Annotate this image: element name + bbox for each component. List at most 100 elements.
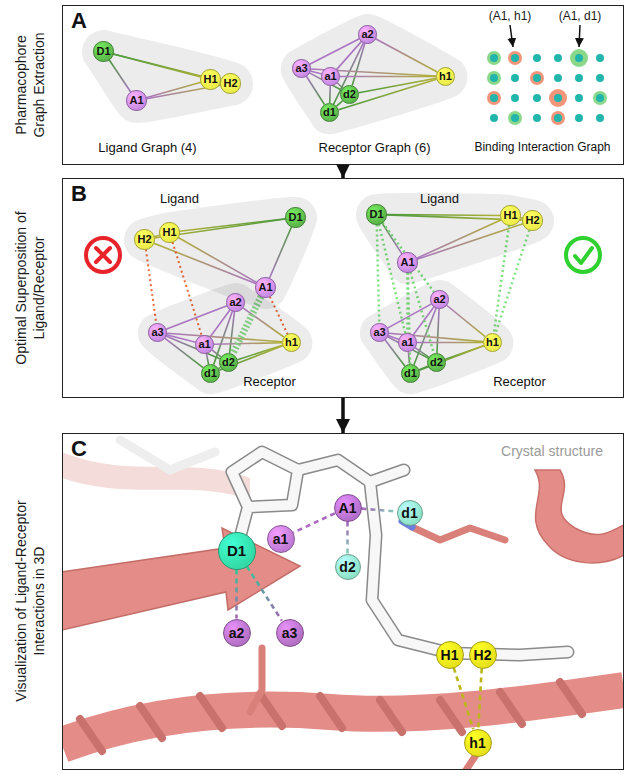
- pair-dot: [533, 94, 541, 102]
- interaction-line: [247, 566, 282, 620]
- panel: ALigand Graph (4)D1A1H1H2Receptor Graph …: [62, 5, 624, 165]
- feature-label: d2: [430, 357, 443, 368]
- feature-label: D1: [96, 46, 110, 57]
- protein-ribbon: [535, 470, 623, 563]
- pharmacophore-node: d2: [219, 353, 238, 372]
- feature-label: A1: [400, 257, 414, 268]
- graph-region: [81, 29, 252, 122]
- pharmacophore-node: D1: [366, 204, 386, 224]
- pharmacophore-node: a1: [398, 333, 416, 351]
- source-note: Crystal structure: [501, 443, 603, 459]
- accept-symbol: [566, 238, 600, 272]
- graph-region: [359, 279, 513, 394]
- pharmacophore-graph: Receptor Graph (6)a2a3a1h1d2d1: [277, 10, 471, 138]
- pharmacophore-node: H1: [159, 222, 179, 242]
- pharmacophore-node: H2: [220, 73, 240, 93]
- reject-circle: [86, 238, 120, 272]
- pair-dot: [596, 54, 604, 62]
- pharmacophore-node: A1: [126, 90, 146, 110]
- interaction-halo: [549, 89, 567, 107]
- pair-label: (A1, h1): [489, 9, 532, 23]
- side-title: Pharmacophore Graph Extraction: [13, 23, 48, 148]
- pair-dot: [554, 54, 562, 62]
- feature-label: h1: [486, 337, 499, 348]
- feature-label: A1: [339, 501, 357, 515]
- feature-label: H2: [137, 234, 151, 245]
- pharmacophore-node: d2: [340, 85, 359, 104]
- pair-dot: [490, 54, 498, 62]
- interaction-line: [293, 513, 335, 532]
- pharmacophore-node: h1: [282, 333, 301, 352]
- pair-dot: [490, 114, 498, 122]
- feature-label: d2: [343, 89, 356, 100]
- pharmacophore-node: A1: [334, 494, 362, 522]
- pharmacophore-node: H2: [522, 210, 542, 230]
- panel: CA1d1a1D1d2a2a3H1H2h1: [62, 433, 624, 770]
- pharmacophore-node: D1: [218, 532, 256, 570]
- interaction-halo: [487, 51, 501, 65]
- feature-label: d2: [339, 560, 355, 574]
- residue-stick: [250, 648, 262, 712]
- feature-label: h1: [469, 736, 485, 750]
- pair-dot: [533, 114, 541, 122]
- interaction-line: [454, 668, 474, 729]
- interaction-halo: [593, 91, 607, 105]
- pharmacophore-node: a3: [292, 59, 310, 77]
- interaction-line: [346, 522, 349, 554]
- feature-label: a1: [401, 337, 413, 348]
- graph-label: Ligand Graph (4): [98, 139, 196, 154]
- pharmacophore-node: D1: [93, 41, 113, 61]
- interaction-halo: [551, 111, 565, 125]
- panel-arrow: [341, 165, 345, 178]
- feature-label: D1: [288, 212, 302, 223]
- graph-label: Binding Interaction Graph: [474, 140, 610, 154]
- crystal-structure-scene: [63, 440, 623, 769]
- pharmacophore-node: a2: [430, 290, 448, 308]
- pharmacophore-node: a1: [267, 525, 295, 553]
- pair-dot: [596, 114, 604, 122]
- pharmacophore-node: d2: [335, 554, 361, 580]
- panel-arrow: [341, 398, 345, 433]
- graph-region: [280, 13, 467, 134]
- feature-label: D1: [369, 209, 383, 220]
- pharmacophore-node: d1: [397, 500, 423, 526]
- feature-label: a3: [151, 327, 163, 338]
- pointer-arrow: [510, 25, 513, 47]
- pharmacophore-graph: Ligand Graph (4)D1A1H1H2: [79, 27, 256, 126]
- feature-label: A1: [129, 95, 143, 106]
- interaction-matrix: [484, 44, 610, 130]
- feature-label: a2: [229, 626, 245, 640]
- feature-label: a1: [273, 532, 289, 546]
- feature-label: a1: [198, 339, 210, 350]
- pair-dot: [511, 114, 519, 122]
- graph-label: Ligand: [420, 190, 459, 205]
- feature-label: H1: [162, 227, 176, 238]
- pharmacophore-node: H1: [500, 205, 520, 225]
- pharmacophore-node: a1: [195, 335, 213, 353]
- pharmacophore-node: a2: [226, 293, 244, 311]
- panel: BLigandH2H1D1A1Receptora2a3a1h1d2d1Ligan…: [62, 178, 624, 398]
- pharmacophore-node: h1: [483, 333, 502, 352]
- graph-region: [137, 282, 312, 394]
- pair-dot: [533, 74, 541, 82]
- accept-check: [575, 248, 592, 263]
- interaction-halo: [530, 71, 544, 85]
- feature-label: a3: [282, 626, 298, 640]
- pharmacophore-node: a1: [321, 67, 339, 85]
- feature-label: H2: [223, 78, 237, 89]
- pharmacophore-node: h1: [464, 729, 492, 757]
- feature-label: d1: [404, 368, 417, 379]
- faded-stick: [120, 440, 215, 470]
- pharmacophore-graph: Receptora2a3a1h1d2d1: [356, 276, 517, 398]
- graph-label: Receptor: [243, 373, 296, 388]
- feature-label: H2: [474, 648, 492, 662]
- pair-dot: [575, 74, 583, 82]
- reject-cross: [96, 248, 110, 262]
- pharmacophore-node: a3: [370, 323, 388, 341]
- feature-label: H1: [203, 74, 217, 85]
- pair-dot: [511, 54, 519, 62]
- pharmacophore-node: A1: [397, 252, 417, 272]
- pharmacophore-node: H1: [200, 69, 220, 89]
